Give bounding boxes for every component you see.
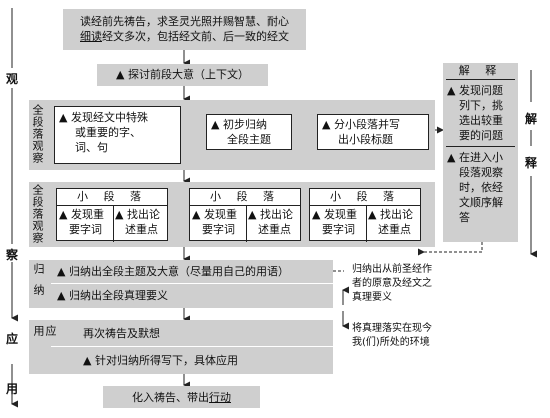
side-label-yong: 用 [6,382,19,396]
action-underlined-text: 行动 [209,391,231,404]
sub-key-points-3: ▲ 找出论 述重点 [368,207,421,237]
sub-divider-3 [366,205,367,242]
application-note-line2: 我(们)所处的环境 [352,337,430,348]
initial-summary-line1: ▲ 初步归纳 [211,118,267,131]
side-label-ying: 应 [6,332,19,346]
interp-2-line3: 时，依经 [459,181,503,194]
side-label-cha: 察 [6,248,19,262]
sub-find-words-2-line1: ▲ 发现重 [192,208,237,221]
interpretation-panel: 解 释 ▲ 发现问题 列下，挑 选出较重 要的问题 ▲ 在进入小 段落观察 时，… [443,63,518,242]
sub-key-points-1-line2: 述重点 [125,223,158,236]
sub-key-points-2-line1: ▲ 找出论 [248,208,293,221]
interp-1-line4: 要的问题 [459,129,503,142]
interpretation-item-1: ▲ 发现问题 列下，挑 选出较重 要的问题 [443,80,518,143]
interp-2-line2: 段落观察 [459,166,503,179]
side-label-guan: 观 [6,72,19,86]
sub-find-words-2: ▲ 发现重 要字词 [192,207,245,237]
sub-key-points-2: ▲ 找出论 述重点 [248,207,301,237]
sub-paragraph-box-1: 小 段 落 ▲ 发现重 要字词 ▲ 找出论 述重点 [56,188,168,242]
induction-note-line2: 者的原意及经文之 [352,278,432,289]
sub-paragraph-box-2: 小 段 落 ▲ 发现重 要字词 ▲ 找出论 述重点 [189,188,301,242]
divide-line2: 出小段标题 [338,133,393,146]
sub-paragraph-box-3: 小 段 落 ▲ 发现重 要字词 ▲ 找出论 述重点 [309,188,421,242]
sub-find-words-3-line2: 要字词 [322,223,355,236]
sub-key-points-1-line1: ▲ 找出论 [115,208,160,221]
interp-1-line2: 列下，挑 [459,99,503,112]
sub-paragraph-header-1: 小 段 落 [57,189,167,206]
sub-section-row: 全段落观察 小 段 落 ▲ 发现重 要字词 ▲ 找出论 述重点 小 段 落 ▲ … [29,182,435,247]
application-note-line1: 将真理落实在现今 [352,323,432,334]
find-words-line1: ▲ 发现经文中特殊 [59,111,148,124]
sub-find-words-3-line1: ▲ 发现重 [312,208,357,221]
application-row-1: 再次祷告及默想 [51,320,333,347]
prayer-action-box: 化入祷告、带出行动 [103,386,260,408]
sub-divider-1 [113,205,114,242]
sub-key-points-3-line2: 述重点 [378,223,411,236]
sub-section-label: 全段落观察 [31,184,44,244]
application-label: 应用 [32,325,57,350]
induction-row-2: ▲ 归纳出全段真理要义 [57,289,168,302]
induction-row-1: ▲ 归纳出全段主题及大意（尽量用自己的用语） [51,260,333,284]
whole-section-label: 全段落观察 [31,104,44,164]
opening-prayer-line2-rest: 经文多次，包括经文前、后一致的经文 [102,30,289,43]
side-label-shi: 释 [525,156,538,170]
interpretation-header: 解 释 [446,63,515,80]
induction-note-line1: 归纳出从前圣经作 [352,264,432,275]
interpretation-item-2: ▲ 在进入小 段落观察 时，依经 文顺序解 答 [443,147,518,225]
interp-1-line3: 选出较重 [459,114,503,127]
sub-paragraph-header-3: 小 段 落 [310,189,420,206]
find-words-line3: 词、句 [75,141,108,154]
sub-key-points-1: ▲ 找出论 述重点 [115,207,168,237]
divide-paragraphs-box: ▲ 分小段落并写 出小段标题 [317,114,429,150]
find-special-words-box: ▲ 发现经文中特殊 或重要的字、 词、句 [54,106,181,164]
sub-find-words-1-line1: ▲ 发现重 [59,208,104,221]
induction-note: 归纳出从前圣经作 者的原意及经文之 真理要义 [352,263,452,305]
whole-section-row: 全段落观察 ▲ 发现经文中特殊 或重要的字、 词、句 ▲ 初步归纳 全段主题 ▲… [29,100,435,170]
sub-divider-2 [246,205,247,242]
divide-line1: ▲ 分小段落并写 [322,118,400,131]
sub-paragraph-header-2: 小 段 落 [190,189,300,206]
application-section: 应用 再次祷告及默想 ▲ 针对归纳所得写下，具体应用 [29,320,333,374]
interp-2-line5: 答 [459,211,470,224]
sub-key-points-3-line1: ▲ 找出论 [368,208,413,221]
induction-label: 归纳 [32,263,45,305]
sub-find-words-1-line2: 要字词 [69,223,102,236]
find-words-line2: 或重要的字、 [75,126,141,139]
opening-prayer-box: 读经前先祷告，求圣灵光照并赐智慧、耐心 细读经文多次，包括经文前、后一致的经文 [63,9,306,50]
induction-note-line3: 真理要义 [352,292,392,303]
interp-1-line1: ▲ 发现问题 [447,84,503,97]
sub-key-points-2-line2: 述重点 [258,223,291,236]
careful-read-text: 细读 [80,30,102,43]
prayer-action-text: 化入祷告、带出 [132,391,209,404]
interp-2-line4: 文顺序解 [459,196,503,209]
application-row-2: ▲ 针对归纳所得写下，具体应用 [83,354,238,367]
context-box: ▲ 探讨前段大意（上下文） [97,64,268,86]
application-note: 将真理落实在现今 我(们)所处的环境 [352,322,452,350]
interp-2-line1: ▲ 在进入小 [447,151,503,164]
induction-section: 归纳 ▲ 归纳出全段主题及大意（尽量用自己的用语） ▲ 归纳出全段真理要义 [29,260,333,308]
side-label-jie: 解 [525,112,538,126]
sub-find-words-2-line2: 要字词 [202,223,235,236]
sub-find-words-1: ▲ 发现重 要字词 [59,207,112,237]
opening-prayer-line2: 细读经文多次，包括经文前、后一致的经文 [63,29,306,44]
initial-summary-box: ▲ 初步归纳 全段主题 [206,114,292,150]
initial-summary-line2: 全段主题 [227,133,271,146]
opening-prayer-line1: 读经前先祷告，求圣灵光照并赐智慧、耐心 [80,15,289,28]
sub-find-words-3: ▲ 发现重 要字词 [312,207,365,237]
